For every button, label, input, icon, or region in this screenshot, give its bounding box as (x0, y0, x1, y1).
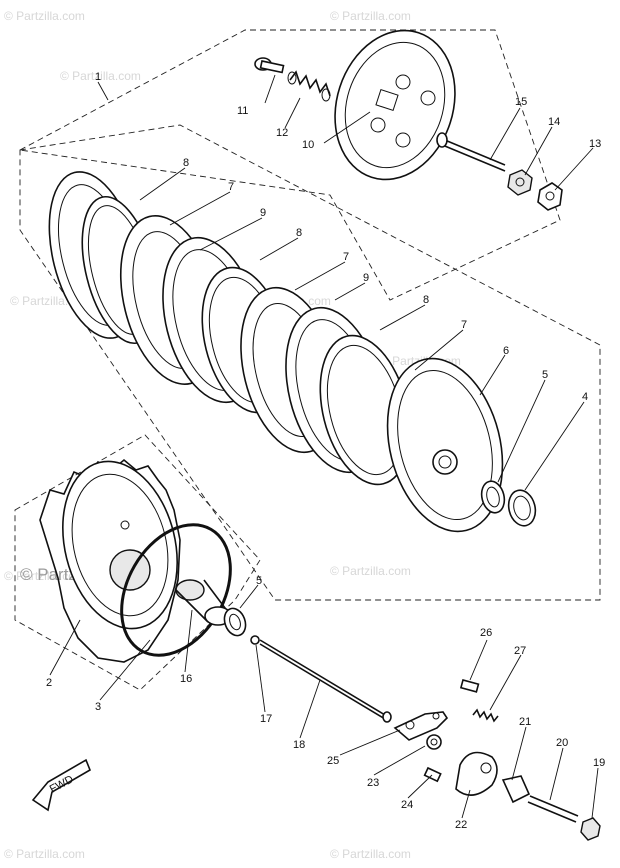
callout-23: 23 (367, 777, 379, 789)
callout-7: 7 (228, 181, 234, 193)
callout-26: 26 (480, 627, 492, 639)
watermark: © Partzilla.com (60, 69, 141, 83)
callout-8: 8 (183, 157, 189, 169)
callout-10: 10 (302, 139, 314, 151)
callout-27: 27 (514, 645, 526, 657)
callout-9: 9 (260, 207, 266, 219)
callout-7: 7 (343, 251, 349, 263)
callout-9: 9 (363, 272, 369, 284)
clutch-boss (386, 357, 504, 533)
callout-18: 18 (293, 739, 305, 751)
clutch-spring (287, 70, 331, 102)
watermark: © Partzilla.com (330, 847, 411, 861)
callout-13: 13 (589, 138, 601, 150)
thrust-washer (480, 480, 506, 514)
watermark: © Partzilla.com (4, 9, 85, 23)
callout-16: 16 (180, 673, 192, 685)
callout-5: 5 (542, 369, 548, 381)
nut (507, 169, 533, 196)
callout-8: 8 (423, 294, 429, 306)
leader-lines (49, 74, 599, 819)
thrust-washer (223, 607, 247, 637)
callout-25: 25 (327, 755, 339, 767)
callout-7: 7 (461, 319, 467, 331)
washer (507, 489, 537, 527)
push-rod-long (259, 639, 392, 723)
watermark: © Partzilla.com (330, 9, 411, 23)
washer (426, 734, 442, 750)
forward-arrow-icon: FWD (31, 758, 91, 812)
callout-4: 4 (582, 391, 588, 403)
adjuster-cover (455, 751, 498, 796)
callout-11: 11 (237, 105, 248, 117)
pin (459, 679, 480, 693)
callout-15: 15 (515, 96, 527, 108)
return-spring (472, 708, 499, 723)
clutch-housing (39, 458, 181, 663)
callout-5: 5 (256, 575, 262, 587)
callout-1: 1 (95, 71, 101, 83)
lock-washer (537, 182, 563, 211)
nut (580, 817, 601, 841)
callout-14: 14 (548, 116, 560, 128)
steel-ball (250, 635, 260, 645)
callout-6: 6 (503, 345, 509, 357)
callout-20: 20 (556, 737, 568, 749)
watermark: © Partzilla.com (4, 569, 85, 583)
assembly-outlines (14, 29, 601, 691)
callout-3: 3 (95, 701, 101, 713)
callout-2: 2 (46, 677, 52, 689)
pressure-plate (334, 29, 456, 181)
callout-12: 12 (276, 127, 288, 139)
adjuster-bolt (501, 775, 531, 804)
clutch-spring-bolt (254, 57, 285, 74)
clutch-plate (319, 334, 411, 486)
pin (423, 766, 442, 783)
fwd-label: FWD (48, 773, 76, 795)
push-rod-short (436, 132, 506, 172)
adjusting-screw (527, 795, 579, 823)
callout-8: 8 (296, 227, 302, 239)
callout-labels: 1 2 3 4 5 5 6 7 7 7 8 8 8 9 9 10 11 12 1… (46, 71, 605, 831)
watermark: © Partzilla.com (330, 564, 411, 578)
watermark: © Partzilla.com (4, 847, 85, 861)
callout-19: 19 (593, 757, 605, 769)
callout-17: 17 (260, 713, 272, 725)
callout-24: 24 (401, 799, 413, 811)
push-lever (393, 711, 449, 741)
callout-21: 21 (519, 716, 531, 728)
callout-22: 22 (455, 819, 467, 831)
